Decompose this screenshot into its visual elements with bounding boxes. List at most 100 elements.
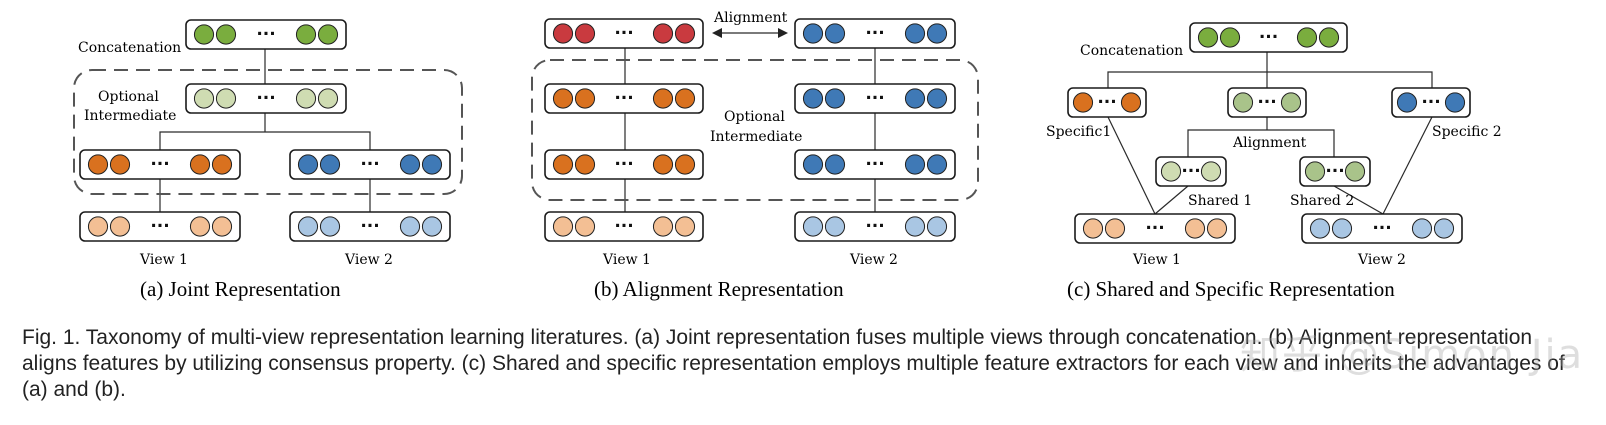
b-view2-intermediate-vector: ··· bbox=[794, 83, 956, 114]
feature-dot bbox=[674, 216, 696, 237]
ellipsis: ··· bbox=[256, 25, 275, 45]
feature-dot bbox=[319, 154, 341, 175]
ellipsis: ··· bbox=[1372, 219, 1391, 239]
b-view1-intermediate-vector: ··· bbox=[544, 83, 704, 114]
feature-dot bbox=[652, 216, 674, 237]
b-view2-input-vector: ··· bbox=[794, 211, 956, 242]
feature-dot bbox=[317, 88, 339, 109]
feature-dot bbox=[87, 216, 109, 237]
b-view2-label: View 2 bbox=[849, 252, 898, 268]
feature-dot bbox=[295, 88, 317, 109]
feature-dot bbox=[1396, 92, 1418, 113]
feature-dot bbox=[109, 154, 131, 175]
feature-dot bbox=[1232, 92, 1254, 113]
feature-dot bbox=[297, 216, 319, 237]
ellipsis: ··· bbox=[1421, 93, 1440, 113]
feature-dot bbox=[552, 23, 574, 44]
ellipsis: ··· bbox=[150, 217, 169, 237]
feature-dot bbox=[574, 88, 596, 109]
feature-dot bbox=[926, 88, 948, 109]
a-subcaption: (a) Joint Representation bbox=[140, 277, 341, 301]
a-branch bbox=[159, 131, 371, 150]
a-view1-label: View 1 bbox=[139, 252, 188, 268]
b-view1-label: View 1 bbox=[602, 252, 651, 268]
feature-dot bbox=[1304, 161, 1326, 182]
feature-dot bbox=[1206, 218, 1228, 239]
feature-dot bbox=[552, 216, 574, 237]
connector-lines bbox=[159, 28, 1433, 215]
feature-dot bbox=[824, 154, 846, 175]
feature-dot bbox=[904, 154, 926, 175]
c-view2-input-vector: ··· bbox=[1301, 213, 1463, 244]
feature-dot bbox=[574, 23, 596, 44]
feature-dot bbox=[193, 24, 215, 45]
ellipsis: ··· bbox=[150, 155, 169, 175]
c-specific1-line bbox=[1107, 116, 1156, 215]
ellipsis: ··· bbox=[1259, 28, 1278, 48]
c-view2-label: View 2 bbox=[1357, 252, 1406, 268]
c-shared1-label: Shared 1 bbox=[1188, 193, 1252, 209]
feature-dot bbox=[1082, 218, 1104, 239]
ellipsis: ··· bbox=[865, 89, 884, 109]
b-view2-aligned-vector: ··· bbox=[794, 18, 956, 49]
c-specific2-line bbox=[1382, 116, 1433, 215]
feature-dot bbox=[674, 154, 696, 175]
b-view1-aligned-vector: ··· bbox=[544, 18, 704, 49]
c-shared1-line bbox=[1154, 185, 1189, 215]
b-intermediate-label: Intermediate bbox=[710, 129, 802, 145]
feature-dot bbox=[1184, 218, 1206, 239]
feature-dot bbox=[317, 24, 339, 45]
a-view2-label: View 2 bbox=[344, 252, 393, 268]
c-shared1-vector: ··· bbox=[1155, 156, 1227, 187]
feature-dot bbox=[1433, 218, 1455, 239]
c-view1-input-vector: ··· bbox=[1074, 213, 1236, 244]
ellipsis: ··· bbox=[614, 89, 633, 109]
feature-dot bbox=[1411, 218, 1433, 239]
feature-dot bbox=[926, 154, 948, 175]
a-intermediate-label: Intermediate bbox=[84, 108, 176, 124]
ellipsis: ··· bbox=[360, 217, 379, 237]
ellipsis: ··· bbox=[1181, 162, 1200, 182]
feature-dot bbox=[1344, 161, 1366, 182]
c-shared-fused-vector: ··· bbox=[1227, 87, 1307, 118]
feature-dot bbox=[926, 23, 948, 44]
c-alignment-label: Alignment bbox=[1232, 135, 1307, 151]
c-subcaption: (c) Shared and Specific Representation bbox=[1067, 277, 1395, 301]
a-intermediate-vector: ··· bbox=[185, 83, 347, 114]
feature-dot bbox=[824, 216, 846, 237]
feature-dot bbox=[1160, 161, 1182, 182]
feature-dot bbox=[574, 216, 596, 237]
feature-dot bbox=[87, 154, 109, 175]
ellipsis: ··· bbox=[1097, 93, 1116, 113]
feature-dot bbox=[215, 88, 237, 109]
watermark: 知乎 @Simon Jia bbox=[1240, 332, 1585, 378]
a-view2-input-vector: ··· bbox=[289, 211, 451, 242]
feature-dot bbox=[824, 88, 846, 109]
feature-dot bbox=[297, 154, 319, 175]
feature-dot bbox=[802, 154, 824, 175]
feature-dot bbox=[189, 216, 211, 237]
b-optional-region bbox=[531, 59, 979, 201]
feature-dot bbox=[904, 23, 926, 44]
feature-dot bbox=[552, 88, 574, 109]
arrow-head-right bbox=[778, 28, 788, 38]
feature-dot bbox=[215, 24, 237, 45]
feature-dot bbox=[421, 216, 443, 237]
feature-dot bbox=[1200, 161, 1222, 182]
ellipsis: ··· bbox=[614, 217, 633, 237]
feature-dot bbox=[1280, 92, 1302, 113]
dashed-regions bbox=[73, 59, 979, 201]
feature-dot bbox=[109, 216, 131, 237]
taxonomy-figure: ··· ··· ··· ··· ··· ··· ··· ··· ··· ··· ··· ··· ··· ·… bbox=[73, 10, 1502, 301]
b-subcaption: (b) Alignment Representation bbox=[594, 277, 844, 301]
feature-dot bbox=[211, 154, 233, 175]
feature-dot bbox=[674, 88, 696, 109]
ellipsis: ··· bbox=[1257, 93, 1276, 113]
feature-dot bbox=[802, 23, 824, 44]
feature-dot bbox=[674, 23, 696, 44]
c-concatenation-label: Concatenation bbox=[1080, 43, 1183, 59]
b-alignment-label: Alignment bbox=[713, 10, 788, 26]
a-view2-feature-vector: ··· bbox=[289, 149, 451, 180]
ellipsis: ··· bbox=[614, 155, 633, 175]
feature-dot bbox=[652, 154, 674, 175]
